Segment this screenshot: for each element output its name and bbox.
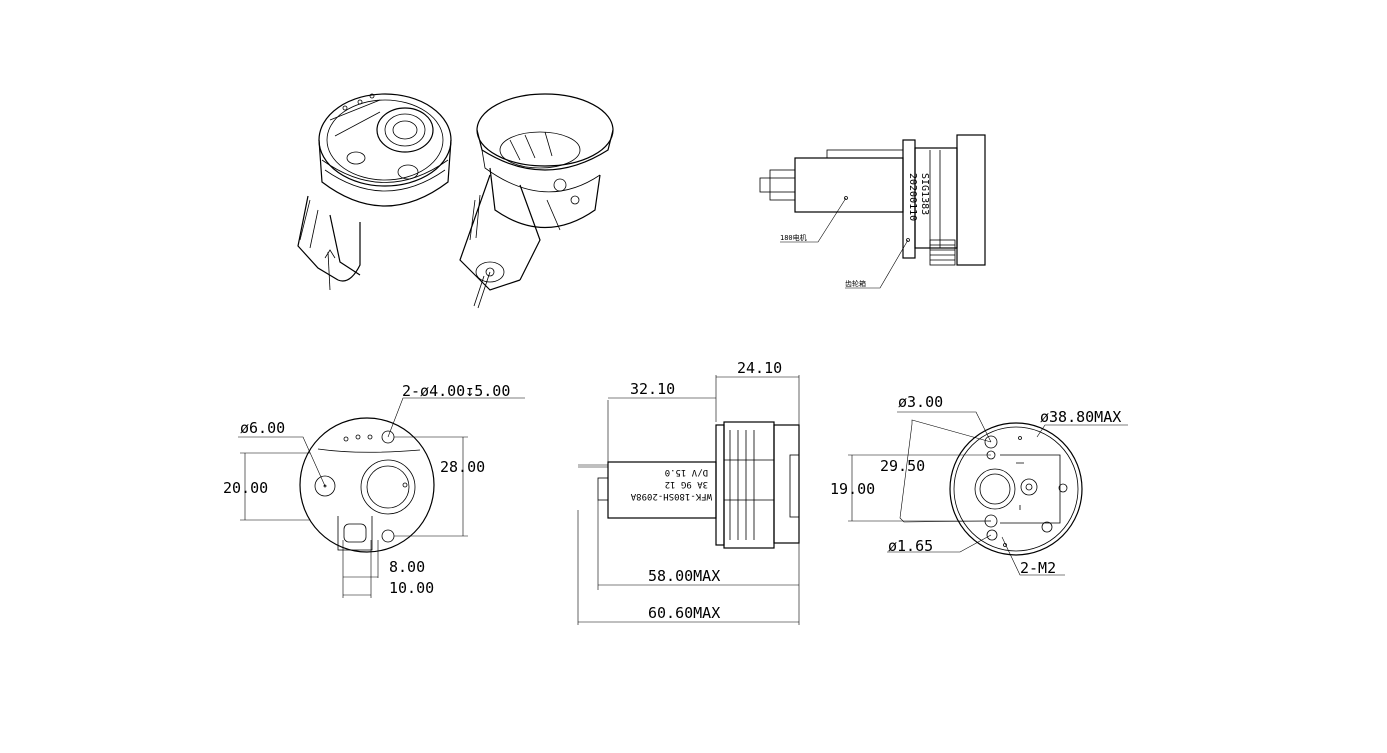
iso-view-left [297, 93, 452, 291]
front-dim-8: 8.00 [389, 558, 425, 576]
motor-label-3: WFK-180SH-2098A [630, 491, 712, 501]
side-view: D/V 15.0 3A 9G 12 WFK-180SH-2098A 32.10 … [577, 359, 800, 625]
callout-motor: 180电机 [780, 233, 807, 242]
front-hole-callout: 2-ø4.00↧5.00 [402, 382, 510, 400]
side-dim-60: 60.60MAX [648, 604, 720, 622]
side-dim-58: 58.00MAX [648, 567, 720, 585]
front-dim-10: 10.00 [389, 579, 434, 597]
rear-dia-165: ø1.65 [888, 537, 933, 555]
rear-view: ø3.00 ø38.80MAX 29.50 19.00 ø1.65 2-M2 [830, 393, 1128, 577]
rear-dia-3: ø3.00 [898, 393, 943, 411]
front-dia-label: ø6.00 [240, 419, 285, 437]
motor-label-1: D/V 15.0 [665, 467, 708, 477]
front-dim-20: 20.00 [223, 479, 268, 497]
front-dim-28: 28.00 [440, 458, 485, 476]
side-dim-24: 24.10 [737, 359, 782, 377]
front-view: 2-ø4.00↧5.00 ø6.00 20.00 28.00 8.00 10.0… [223, 382, 525, 598]
side-detail-view: SIG1383 20200110 180电机 齿轮箱 [759, 134, 986, 289]
rear-dim-19: 19.00 [830, 480, 875, 498]
iso-view-right [459, 93, 614, 309]
callout-gearbox: 齿轮箱 [845, 279, 866, 288]
rear-screw: 2-M2 [1020, 559, 1056, 577]
side-marking-2: 20200110 [907, 173, 918, 221]
rear-dim-29: 29.50 [880, 457, 925, 475]
motor-label-2: 3A 9G 12 [665, 479, 708, 489]
side-dim-32: 32.10 [630, 380, 675, 398]
rear-dia-38: ø38.80MAX [1040, 408, 1121, 426]
side-marking-1: SIG1383 [919, 173, 930, 215]
